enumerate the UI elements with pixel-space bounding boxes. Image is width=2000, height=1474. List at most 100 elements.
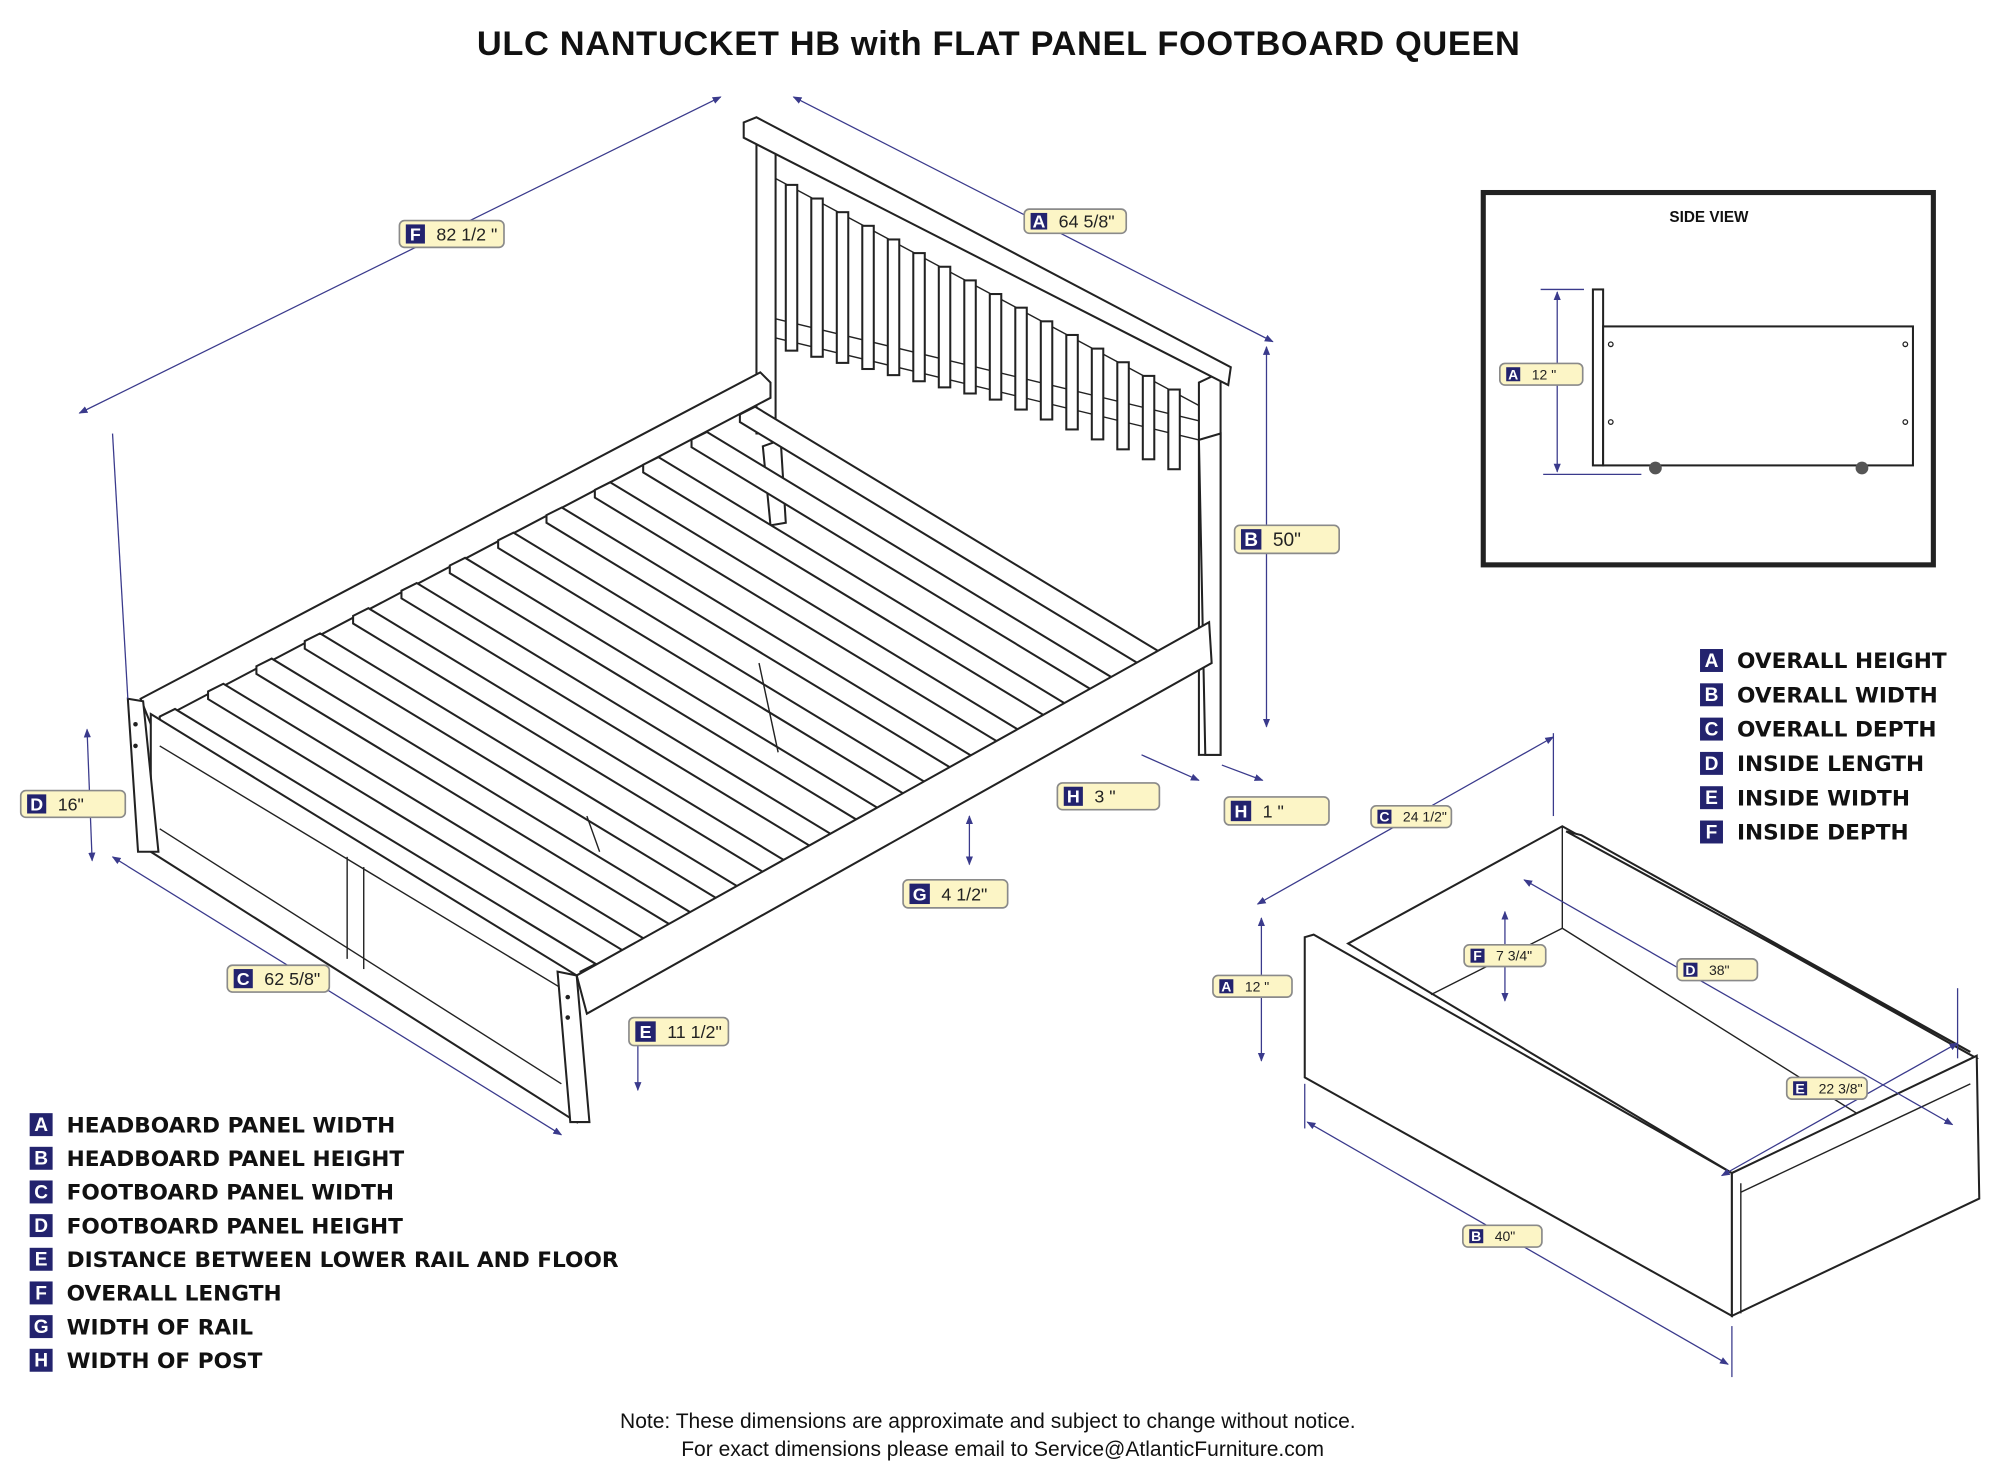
badge-letter: A <box>1221 978 1231 994</box>
badge-letter: E <box>1705 788 1718 809</box>
badge-letter: C <box>1379 809 1389 825</box>
letter-badge <box>233 969 253 989</box>
badge-letter: B <box>1705 685 1719 706</box>
legend-label: HEADBOARD PANEL HEIGHT <box>67 1147 405 1172</box>
legend-item: E DISTANCE BETWEEN LOWER RAIL AND FLOOR <box>29 1247 619 1273</box>
letter-badge <box>29 1146 53 1170</box>
legend-item: D FOOTBOARD PANEL HEIGHT <box>29 1214 403 1239</box>
badge-letter: A <box>1705 651 1719 672</box>
headboard-slat <box>1116 361 1130 451</box>
headboard-slat <box>937 265 952 389</box>
callout-value: 38" <box>1709 962 1730 978</box>
letter-badge <box>29 1281 53 1305</box>
callout-value: 50" <box>1273 530 1301 551</box>
legend-item: E INSIDE WIDTH <box>1700 786 1910 811</box>
letter-badge <box>1700 786 1723 810</box>
side-view-callout-a: A 12 " <box>1499 362 1584 386</box>
headboard-slat <box>1039 320 1054 421</box>
badge-letter: C <box>237 969 250 989</box>
callout-f-overall-length: F 82 1/2 " <box>398 219 505 249</box>
diagram-title: ULC NANTUCKET HB with FLAT PANEL FOOTBOA… <box>477 25 1521 63</box>
drawer-drawing <box>1303 825 1981 1318</box>
legend-item: D INSIDE LENGTH <box>1700 751 1924 777</box>
legend-label: OVERALL DEPTH <box>1737 718 1937 743</box>
headboard-slat <box>988 293 1003 401</box>
letter-badge <box>1700 751 1723 775</box>
callout-value: 12 " <box>1532 366 1556 382</box>
note-line-1: Note: These dimensions are approximate a… <box>620 1410 1356 1433</box>
letter-badge <box>29 1214 53 1238</box>
legend-label: FOOTBOARD PANEL HEIGHT <box>67 1214 403 1239</box>
caster-wheel-icon <box>1649 461 1662 475</box>
badge-letter: E <box>35 1250 48 1271</box>
badge-letter: E <box>1795 1080 1804 1096</box>
bed-slat <box>352 607 792 881</box>
legend-item: F OVERALL LENGTH <box>29 1281 282 1307</box>
badge-letter: D <box>1685 962 1695 978</box>
badge-letter: D <box>1705 754 1719 775</box>
legend-label: OVERALL HEIGHT <box>1737 649 1947 674</box>
letter-badge <box>1700 820 1723 844</box>
legend-label: INSIDE WIDTH <box>1737 786 1910 811</box>
badge-letter: B <box>1471 1228 1481 1244</box>
callout-value: 3 " <box>1094 787 1115 807</box>
legend-label: WIDTH OF POST <box>67 1349 263 1374</box>
badge-letter: F <box>35 1283 47 1304</box>
bed-slat <box>642 455 1082 730</box>
headboard-slat <box>810 197 824 358</box>
legend-label: OVERALL LENGTH <box>67 1282 282 1307</box>
legend-label: FOOTBOARD PANEL WIDTH <box>67 1181 394 1206</box>
callout-value: 62 5/8" <box>264 969 320 989</box>
badge-letter: F <box>410 224 421 244</box>
drawer-callout-d: D 38" <box>1676 958 1759 982</box>
callout-value: 40" <box>1495 1228 1516 1244</box>
letter-badge <box>1030 212 1048 230</box>
badge-letter: G <box>913 884 927 904</box>
letter-badge <box>29 1348 53 1372</box>
badge-letter: H <box>34 1351 48 1372</box>
callout-c-footboard-width: C 62 5/8" <box>226 964 331 993</box>
side-view-title: SIDE VIEW <box>1669 209 1749 226</box>
badge-letter: D <box>34 1216 48 1237</box>
letter-badge <box>1700 649 1723 672</box>
bed-slat <box>448 556 888 830</box>
badge-letter: E <box>640 1022 652 1042</box>
legend-item: H WIDTH OF POST <box>29 1348 263 1374</box>
legend-label: INSIDE LENGTH <box>1737 752 1924 777</box>
legend-label: DISTANCE BETWEEN LOWER RAIL AND FLOOR <box>67 1248 619 1273</box>
letter-badge <box>27 794 47 814</box>
legend-label: HEADBOARD PANEL WIDTH <box>67 1113 396 1138</box>
letter-badge <box>29 1315 53 1339</box>
letter-badge <box>1700 717 1723 741</box>
drawer-callout-b: B 40" <box>1462 1224 1543 1248</box>
callout-value: 82 1/2 " <box>436 224 497 244</box>
note-line-2: For exact dimensions please email to Ser… <box>681 1438 1324 1461</box>
badge-letter: D <box>30 794 43 814</box>
headboard-slat <box>1090 347 1105 441</box>
headboard-slat <box>963 279 977 395</box>
badge-letter: H <box>1067 787 1080 807</box>
bed-slat <box>738 405 1179 679</box>
left-side-rail <box>139 371 772 726</box>
letter-badge <box>1240 529 1262 550</box>
badge-letter: F <box>1473 948 1482 964</box>
badge-letter: A <box>1508 366 1518 382</box>
letter-badge <box>909 883 930 905</box>
headboard-slat <box>1167 388 1181 471</box>
headboard-slat <box>912 252 926 383</box>
right-side-rail <box>575 620 1213 1016</box>
callout-value: 24 1/2" <box>1403 809 1447 825</box>
